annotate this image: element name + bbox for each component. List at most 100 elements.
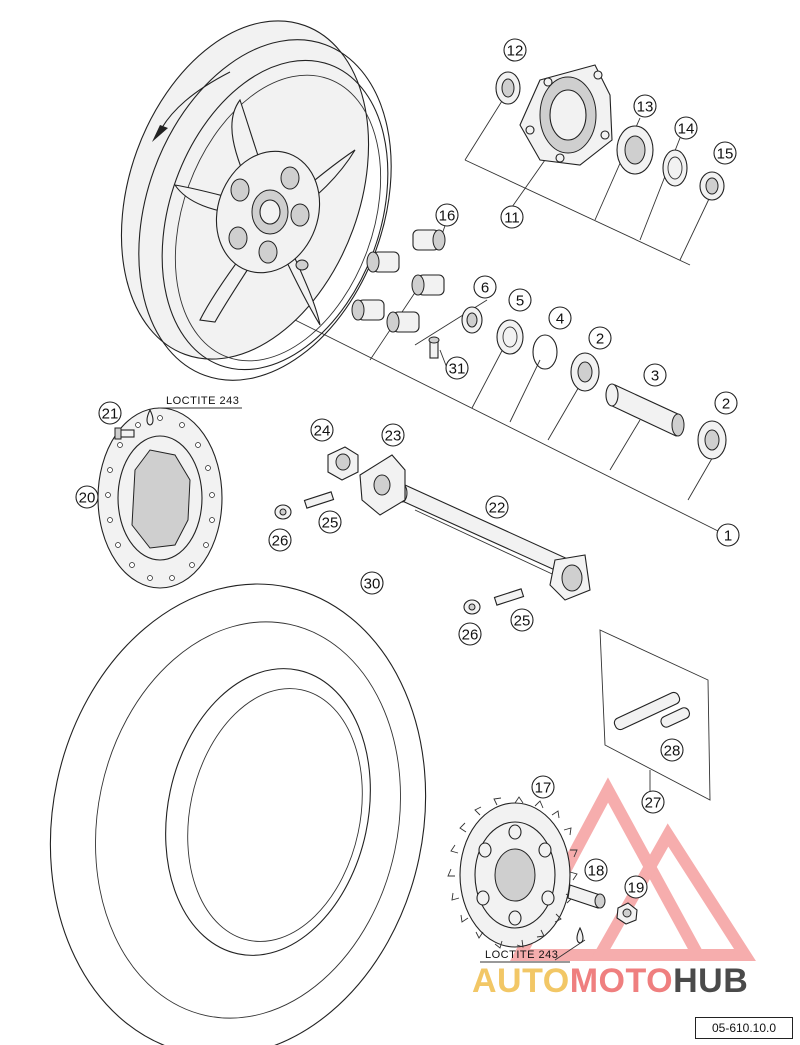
callout-circle [458,622,482,646]
callout-number: 16 [439,208,456,225]
callout-21: 21 [98,401,122,425]
callout-circle [75,485,99,509]
callout-circle [485,495,509,519]
callout-25: 25 [510,608,534,632]
callout-circle [473,275,497,299]
diagram-code-label: 05-610.10.0 [695,1017,793,1039]
adjuster-screw-25-bottom [493,588,525,606]
callout-circle [503,38,527,62]
sprocket-nut-19 [616,902,638,925]
callout-19: 19 [624,875,648,899]
callout-12: 12 [503,38,527,62]
callout-circle [633,94,657,118]
callout-number: 6 [481,280,489,297]
callout-number: 23 [385,428,402,445]
callout-28: 28 [660,738,684,762]
callout-22: 22 [485,495,509,519]
callout-30: 30 [360,571,384,595]
seal-ring-5 [496,319,524,355]
callout-number: 11 [504,210,520,227]
callout-circle [445,356,469,380]
callout-number: 13 [637,99,654,116]
distance-tube-3 [605,383,685,437]
callout-number: 25 [322,515,339,532]
callout-circle [674,116,698,140]
callout-number: 12 [507,43,524,60]
chain-panel [599,629,711,801]
callout-circle [508,288,532,312]
callout-1: 1 [716,523,740,547]
callout-number: 19 [628,880,645,897]
callout-number: 27 [645,795,662,812]
callout-15: 15 [713,141,737,165]
callout-number: 1 [724,528,732,545]
callout-circle [714,391,738,415]
sprocket-bolt-18 [567,884,606,944]
callout-25: 25 [318,510,342,534]
callout-number: 15 [717,146,734,163]
callout-circle [624,875,648,899]
nut-26-top [274,504,292,520]
callout-layer: 1223456111213141516171819202122232425252… [75,38,740,899]
callout-number: 22 [489,500,506,517]
callout-number: 21 [102,406,119,423]
callout-2: 2 [588,326,612,350]
callout-2: 2 [714,391,738,415]
callout-number: 2 [596,331,604,348]
rubber-dampers [351,229,446,333]
loctite-label-top: LOCTITE 243 [166,395,239,407]
callout-number: 30 [364,576,381,593]
loctite-label-bottom: LOCTITE 243 [485,949,558,961]
callout-circle [588,326,612,350]
callout-circle [435,203,459,227]
callout-circle [500,205,524,229]
seal-ring-14 [662,149,688,187]
callout-number: 3 [651,368,659,385]
callout-circle [98,401,122,425]
callout-circle [584,858,608,882]
callout-24: 24 [310,418,334,442]
callout-circle [548,306,572,330]
bearing-2-right [697,420,727,460]
nut-26-bottom [463,599,481,615]
callout-13: 13 [633,94,657,118]
rear-sprocket [447,796,578,949]
callout-number: 26 [272,533,289,550]
bearing-13 [616,125,654,175]
adjuster-screw-25-top [303,491,335,509]
callout-18: 18 [584,858,608,882]
callout-circle [318,510,342,534]
brake-disc [97,407,223,589]
callout-20: 20 [75,485,99,509]
callout-number: 5 [516,293,524,310]
callout-14: 14 [674,116,698,140]
bearing-6 [461,306,483,334]
tyre [49,583,427,1045]
callout-circle [713,141,737,165]
spacer-15 [699,171,725,201]
loctite-note-top: LOCTITE 243 [158,395,242,409]
callout-number: 28 [664,743,681,760]
circlip-4 [532,334,558,370]
callout-26: 26 [268,528,292,552]
wheel-rim [120,20,392,381]
callout-23: 23 [381,423,405,447]
callout-number: 14 [678,121,695,138]
disc-screw-21 [114,408,154,440]
callout-number: 24 [314,423,331,440]
callout-circle [381,423,405,447]
callout-4: 4 [548,306,572,330]
callout-number: 20 [79,490,96,507]
valve-31 [428,336,440,359]
watermark-text: AUTOMOTOHUB [472,962,749,1000]
callout-circle [531,775,555,799]
callout-3: 3 [643,363,667,387]
callout-5: 5 [508,288,532,312]
loctite-note-bottom: LOCTITE 243 [480,949,570,963]
callout-number: 18 [588,863,605,880]
callout-circle [510,608,534,632]
callout-number: 26 [462,627,479,644]
callout-number: 25 [514,613,531,630]
callout-17: 17 [531,775,555,799]
